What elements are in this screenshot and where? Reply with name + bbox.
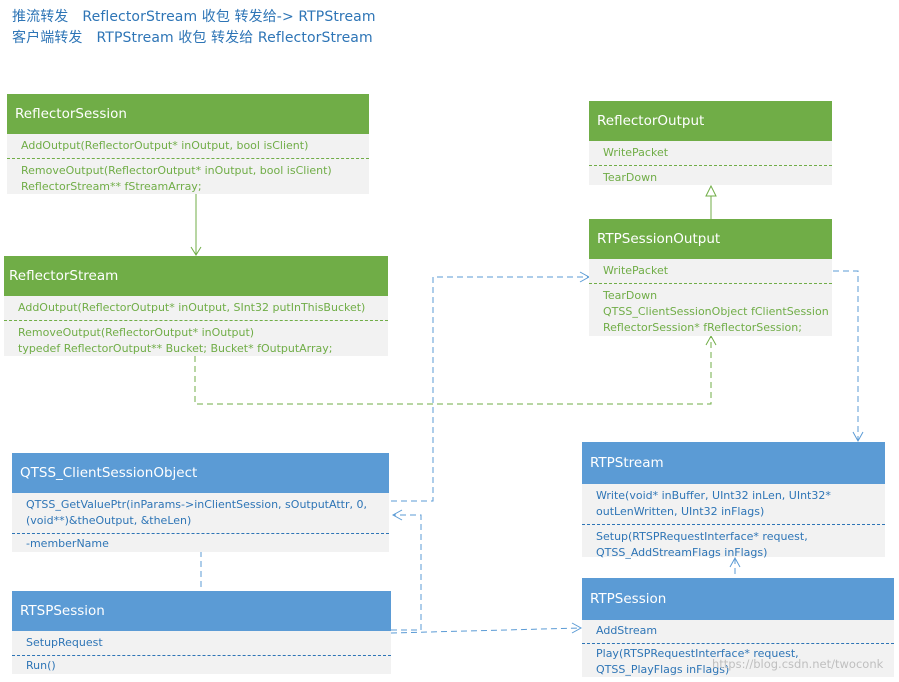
member-output-array: typedef ReflectorOutput** Bucket; Bucket…: [18, 342, 333, 355]
class-rtp-session-output: RTPSessionOutput WritePacket TearDown QT…: [589, 219, 832, 336]
link-qtss-to-output: [391, 276, 589, 502]
class-members: Setup(RTSPRequestInterface* request, QTS…: [582, 524, 885, 565]
class-qtss-client-session-object: QTSS_ClientSessionObject QTSS_GetValuePt…: [12, 453, 389, 552]
class-methods: AddStream: [582, 620, 894, 643]
member-add-output: AddOutput(ReflectorOutput* inOutput, boo…: [21, 139, 309, 152]
member-remove-output: RemoveOutput(ReflectorOutput* inOutput): [18, 326, 255, 339]
member-setup-request: SetupRequest: [26, 636, 103, 649]
member-stream-array: ReflectorStream** fStreamArray;: [21, 180, 202, 193]
member-run: Run(): [26, 659, 56, 672]
class-title: ReflectorSession: [7, 94, 369, 134]
link-rtpsession-to-rtpstream-arrowhead: [729, 556, 741, 568]
member-teardown: TearDown: [603, 171, 658, 184]
class-methods: Write(void* inBuffer, UInt32 inLen, UInt…: [582, 484, 885, 524]
class-members: RemoveOutput(ReflectorOutput* inOutput, …: [7, 158, 369, 199]
class-reflector-output: ReflectorOutput WritePacket TearDown: [589, 101, 832, 185]
class-members: RemoveOutput(ReflectorOutput* inOutput) …: [4, 320, 388, 361]
class-methods: WritePacket: [589, 141, 832, 165]
class-members: TearDown: [589, 165, 832, 190]
member-teardown: TearDown: [603, 289, 658, 302]
class-reflector-session: ReflectorSession AddOutput(ReflectorOutp…: [7, 94, 369, 194]
class-title: QTSS_ClientSessionObject: [12, 453, 389, 493]
class-title: RTPSessionOutput: [589, 219, 832, 259]
link-rtsp-to-qtss-arrowhead: [391, 509, 403, 521]
link-stream-to-output: [194, 336, 712, 405]
class-reflector-stream: ReflectorStream AddOutput(ReflectorOutpu…: [4, 256, 388, 356]
member-get-value-ptr: QTSS_GetValuePtr(inParams->inClientSessi…: [26, 498, 367, 527]
note-client-text: RTPStream 收包 转发给 ReflectorStream: [96, 30, 373, 46]
note-client-label: 客户端转发: [12, 30, 83, 46]
member-client-session: QTSS_ClientSessionObject fClientSession: [603, 305, 829, 318]
watermark: https://blog.csdn.net/twoconk: [712, 657, 884, 671]
class-members: TearDown QTSS_ClientSessionObject fClien…: [589, 283, 832, 340]
class-rtp-stream: RTPStream Write(void* inBuffer, UInt32 i…: [582, 442, 885, 559]
note-push-label: 推流转发: [12, 9, 69, 25]
class-members: -memberName: [12, 533, 389, 556]
note-push-forward: 推流转发 ReflectorStream 收包 转发给-> RTPStream: [12, 6, 376, 26]
class-methods: SetupRequest: [12, 631, 391, 655]
link-rtsp-to-qtss: [391, 514, 422, 631]
class-title: ReflectorStream: [4, 256, 388, 296]
class-methods: QTSS_GetValuePtr(inParams->inClientSessi…: [12, 493, 389, 533]
member-remove-output: RemoveOutput(ReflectorOutput* inOutput, …: [21, 164, 332, 177]
member-setup: Setup(RTSPRequestInterface* request, QTS…: [596, 530, 808, 559]
class-members: Run(): [12, 655, 391, 678]
link-output-to-rtpstream-arrowhead: [852, 431, 864, 443]
class-title: RTPStream: [582, 442, 885, 484]
class-members: Play(RTSPRequestInterface* request, QTSS…: [582, 643, 894, 682]
member-write: Write(void* inBuffer, UInt32 inLen, UInt…: [596, 489, 831, 518]
class-title: ReflectorOutput: [589, 101, 832, 141]
member-write-packet: WritePacket: [603, 264, 669, 277]
class-rtp-session: RTPSession AddStream Play(RTSPRequestInt…: [582, 578, 894, 677]
class-title: RTSPSession: [12, 591, 391, 631]
note-push-text: ReflectorStream 收包 转发给-> RTPStream: [82, 9, 376, 25]
class-title: RTPSession: [582, 578, 894, 620]
class-methods: WritePacket: [589, 259, 832, 283]
link-output-to-rtpstream: [833, 270, 859, 441]
class-rtsp-session: RTSPSession SetupRequest Run(): [12, 591, 391, 674]
link-rtsp-to-rtpsession-arrowhead: [571, 622, 583, 634]
class-methods: AddOutput(ReflectorOutput* inOutput, boo…: [7, 134, 369, 158]
note-client-forward: 客户端转发 RTPStream 收包 转发给 ReflectorStream: [12, 27, 373, 47]
member-play: Play(RTSPRequestInterface* request, QTSS…: [596, 647, 799, 676]
link-session-to-stream-arrowhead: [190, 246, 202, 256]
member-add-output: AddOutput(ReflectorOutput* inOutput, SIn…: [18, 301, 366, 314]
class-methods: AddOutput(ReflectorOutput* inOutput, SIn…: [4, 296, 388, 320]
member-name: -memberName: [26, 537, 109, 550]
link-rtsp-to-rtpsession: [390, 627, 582, 634]
link-inherit-triangle: [705, 184, 717, 197]
link-stream-to-output-arrowhead: [705, 334, 717, 346]
member-write-packet: WritePacket: [603, 146, 669, 159]
member-reflector-session: ReflectorSession* fReflectorSession;: [603, 321, 802, 334]
member-add-stream: AddStream: [596, 624, 658, 637]
